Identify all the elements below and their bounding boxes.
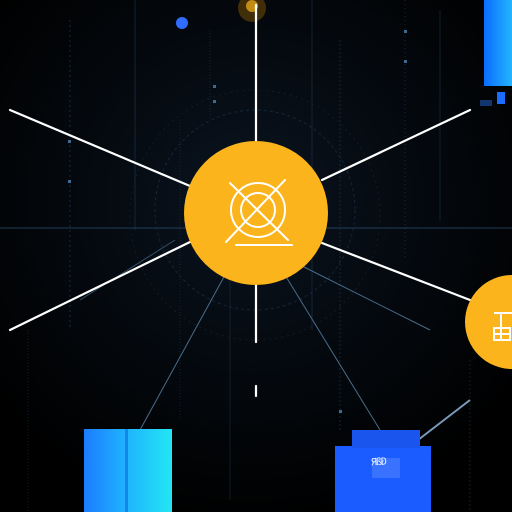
spoke-upper-right (320, 108, 472, 182)
connector-lines (79, 239, 471, 441)
data-ticks (68, 30, 407, 413)
right-node[interactable] (465, 275, 512, 369)
spoke-upper-left (8, 108, 192, 188)
bottom-right-block[interactable] (335, 430, 431, 512)
top-glow (238, 0, 266, 22)
accent-dot (176, 17, 188, 29)
hub-spokes (8, 3, 472, 398)
pixel-glyph-icon: ЯßÐ (370, 456, 387, 469)
top-right-bar (480, 0, 512, 106)
bottom-left-block[interactable] (84, 429, 172, 512)
spoke-lower-left (8, 240, 192, 332)
central-hub-node[interactable] (184, 141, 328, 285)
crosshair-target-icon (225, 179, 293, 246)
document-stack-icon (493, 312, 512, 341)
spoke-lower-right (320, 241, 472, 302)
